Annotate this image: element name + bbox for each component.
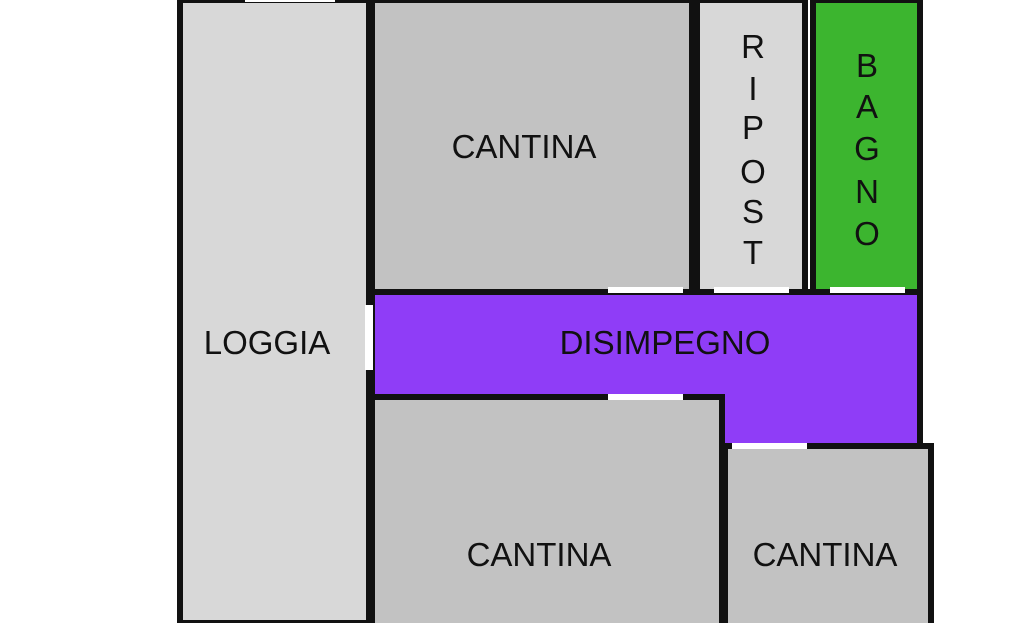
door-cantina-bottom-right <box>732 443 807 449</box>
door-loggia-top <box>245 0 335 2</box>
label-cantina-bottom-right: CANTINA <box>753 536 898 573</box>
label-cantina-bottom-left: CANTINA <box>467 536 612 573</box>
room-bagno <box>810 0 923 295</box>
label-bagno-letter: A <box>856 88 878 125</box>
label-bagno-letter: O <box>854 215 880 252</box>
door-ripost <box>714 287 789 293</box>
label-bagno-letter: N <box>855 173 879 210</box>
label-cantina-top: CANTINA <box>452 128 597 165</box>
room-cantina-bottom-right <box>722 443 934 623</box>
label-bagno: B A G N O <box>854 47 880 252</box>
door-loggia-disimpegno <box>365 305 373 370</box>
label-ripost-letter: I <box>748 70 757 107</box>
label-ripost: R I P O S T <box>740 28 766 271</box>
label-bagno-letter: G <box>854 130 880 167</box>
room-loggia <box>177 0 372 623</box>
room-cantina-top <box>369 0 695 295</box>
door-cantina-top <box>608 287 683 293</box>
label-ripost-letter: R <box>741 28 765 65</box>
label-loggia: LOGGIA <box>204 324 331 361</box>
door-bagno <box>830 287 905 293</box>
room-ripost <box>694 0 808 295</box>
room-cantina-bottom-left <box>369 394 725 623</box>
label-ripost-letter: P <box>742 109 764 146</box>
label-bagno-letter: B <box>856 47 878 84</box>
label-ripost-letter: O <box>740 153 766 190</box>
label-ripost-letter: T <box>743 234 763 271</box>
label-ripost-letter: S <box>742 193 764 230</box>
door-cantina-bottom-left <box>608 394 683 400</box>
label-disimpegno: DISIMPEGNO <box>560 324 771 361</box>
